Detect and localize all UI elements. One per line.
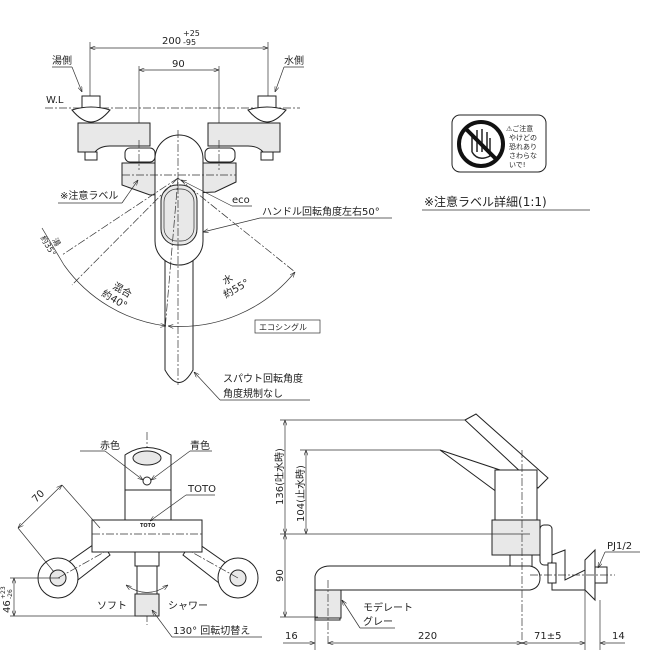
handle-rotation-label: ハンドル回転角度左右50° xyxy=(262,205,380,218)
label-detail-title: ※注意ラベル詳細(1:1) xyxy=(424,194,547,209)
hot-angle-label: 湯 xyxy=(50,236,63,248)
dim-70: 70 xyxy=(30,488,47,505)
connection-label: PJ1/2 xyxy=(607,541,632,552)
dim-46-tol-minus: -26 xyxy=(7,589,14,599)
cold-side-label: 水側 xyxy=(284,54,304,67)
toto-logo: TOTO xyxy=(140,523,155,529)
moderate-label-1: モデレート xyxy=(363,601,413,614)
dim-46-tol-plus: +23 xyxy=(0,586,7,599)
no-touch-hand-icon xyxy=(457,120,505,168)
dim-104: 104(止水時) xyxy=(295,465,307,522)
dim-14: 14 xyxy=(612,631,625,642)
dim-220: 220 xyxy=(418,631,437,642)
dim-90-top: 90 xyxy=(172,59,185,70)
toto-callout: TOTO xyxy=(187,484,216,495)
dim-136: 136(吐水時) xyxy=(274,448,286,505)
spout-top xyxy=(164,249,194,383)
caution-heading: ⚠ご注意 xyxy=(506,124,533,133)
front-view: 赤色 青色 TOTO TOTO 70 46 +23 -26 ソフト シャワー 1… xyxy=(0,432,262,638)
front-body xyxy=(91,519,203,553)
caution-line-4: いで! xyxy=(509,161,526,169)
eco-label: eco xyxy=(232,195,250,206)
caution-line-3: さわらな xyxy=(509,152,537,160)
side-view: 136(吐水時) 104(止水時) 90 16 220 71±5 14 モデレー… xyxy=(274,413,640,650)
red-label: 赤色 xyxy=(100,439,120,452)
spout-rotation-line1: スパウト回転角度 xyxy=(223,372,303,385)
water-line-label: W.L xyxy=(46,95,64,106)
shower-label: シャワー xyxy=(168,601,208,612)
top-view: 200 +25 -95 90 湯側 水側 W.L xyxy=(38,29,392,401)
caution-line-2: 恐れあり xyxy=(509,143,537,151)
hot-side-label: 湯側 xyxy=(52,54,72,67)
spout-rotation-line2: 角度規制なし xyxy=(223,387,283,400)
eco-single-label: エコシングル xyxy=(259,322,307,332)
eco-single-box xyxy=(254,319,321,334)
dim-16: 16 xyxy=(285,631,298,642)
dim-90-side: 90 xyxy=(275,569,286,582)
spout-side xyxy=(314,565,541,621)
dim-71: 71±5 xyxy=(534,631,561,642)
dim-200-tol-minus: -95 xyxy=(183,38,196,47)
caution-label-detail: ⚠ご注意 やけどの 恐れあり さわらな いで! ※注意ラベル詳細(1:1) xyxy=(422,114,590,211)
soft-label: ソフト xyxy=(97,601,127,612)
dim-200-tol-plus: +25 xyxy=(183,29,200,38)
dim-200: 200 xyxy=(162,36,181,47)
switch-label: 130° 回転切替え xyxy=(173,624,250,637)
moderate-label-2: グレー xyxy=(363,615,393,628)
dim-46: 46 xyxy=(2,600,13,613)
blue-label: 青色 xyxy=(190,439,210,452)
caution-line-1: やけどの xyxy=(509,134,537,142)
caution-label-callout: ※注意ラベル xyxy=(60,189,118,202)
